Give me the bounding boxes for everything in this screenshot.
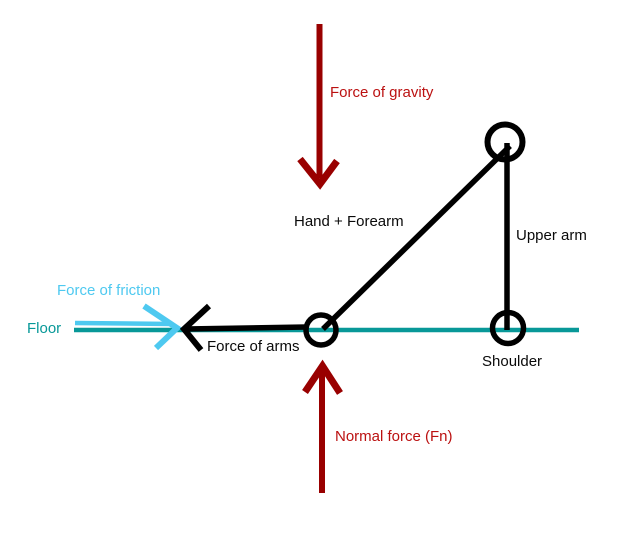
forearm-line: [321, 144, 512, 331]
gravity-arrow: [297, 24, 340, 190]
normal-force-arrowhead-icon: [302, 359, 343, 395]
force-of-arms-shaft: [185, 324, 308, 332]
force-of-arms-arrow: [179, 303, 308, 352]
normal-force-label: Normal force (Fn): [335, 428, 453, 445]
floor-label: Floor: [27, 320, 62, 337]
force-of-gravity-label: Force of gravity: [330, 84, 434, 101]
friction-arrowhead-icon: [142, 303, 182, 351]
force-of-friction-label: Force of friction: [57, 282, 161, 299]
force-of-arms-arrowhead-icon: [179, 303, 212, 352]
hand-joint-circle: [303, 312, 339, 348]
hand-forearm-label: Hand + Forearm: [294, 213, 404, 230]
friction-arrow-shaft: [74, 320, 173, 327]
shoulder-label: Shoulder: [482, 353, 543, 370]
shoulder-joint-circle: [489, 309, 527, 347]
gravity-arrowhead-icon: [297, 156, 340, 190]
upper-arm-label: Upper arm: [516, 227, 587, 244]
friction-arrow: [74, 303, 182, 351]
force-of-arms-label: Force of arms: [207, 338, 300, 355]
elbow-joint-circle: [484, 121, 526, 163]
normal-force-arrow: [302, 359, 343, 493]
